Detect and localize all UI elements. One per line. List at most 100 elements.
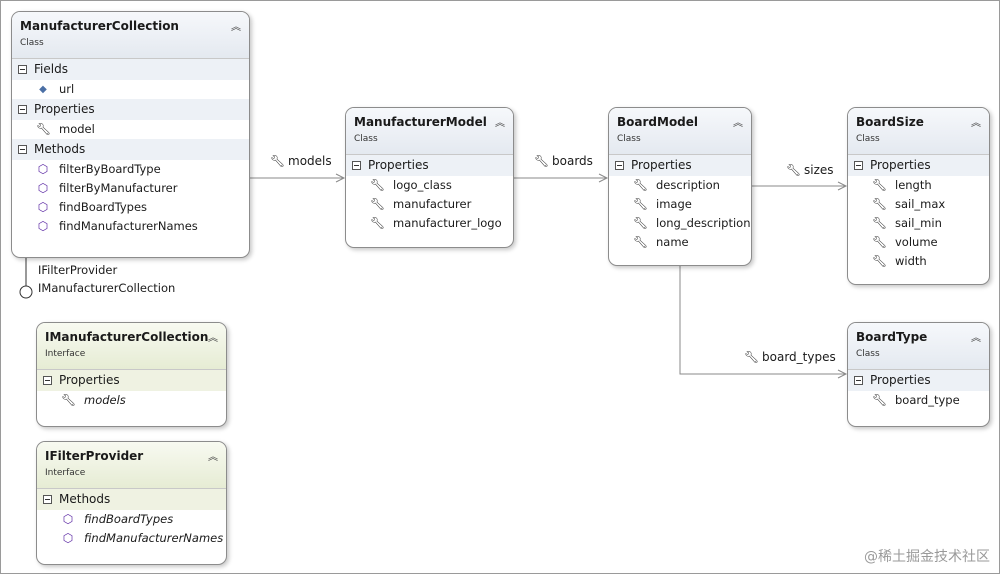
member-label: model [59,122,95,136]
member-label: findBoardTypes [59,200,148,214]
method-item[interactable]: ⬡ filterByBoardType [12,160,249,179]
member-label: image [656,197,692,211]
property-item[interactable]: 🔧︎logo_class [346,176,513,195]
section-label: Properties [368,158,429,172]
minus-box-icon[interactable] [615,161,624,170]
property-item[interactable]: 🔧︎manufacturer_logo [346,214,513,233]
member-label: name [656,235,689,249]
association-label-boards[interactable]: 🔧︎boards [532,154,595,168]
property-item[interactable]: 🔧︎sail_min [848,214,989,233]
property-item[interactable]: 🔧︎width [848,252,989,271]
interface-header: IManufacturerCollection Interface ︽ [37,323,226,370]
cube-method-icon: ⬡ [37,162,49,176]
section-properties[interactable]: Properties [37,370,226,391]
cube-method-icon: ⬡ [62,531,74,545]
wrench-icon: 🔧︎ [36,122,52,136]
section-label: Methods [34,142,86,156]
section-label: Properties [631,158,692,172]
interface-ifilter-provider[interactable]: IFilterProvider Interface ︽ Methods ⬡fin… [36,441,227,565]
association-text: board_types [762,350,836,364]
chevrons-up-icon[interactable]: ︽ [971,333,981,344]
member-label: sail_min [895,216,942,230]
wrench-icon: 🔧︎ [872,178,888,192]
property-item[interactable]: 🔧︎name [609,233,751,252]
member-label: length [895,178,932,192]
property-item[interactable]: 🔧︎board_type [848,391,989,410]
section-label: Properties [870,158,931,172]
minus-box-icon[interactable] [854,161,863,170]
class-manufacturer-collection[interactable]: ManufacturerCollection Class ︽ Fields ◆u… [11,11,250,258]
watermark: @稀土掘金技术社区 [864,549,990,565]
wrench-icon: 🔧︎ [786,163,802,177]
section-properties[interactable]: Properties [12,99,249,120]
wrench-icon: 🔧︎ [872,393,888,407]
interface-title: IFilterProvider [45,449,144,463]
minus-box-icon[interactable] [43,376,52,385]
property-item[interactable]: 🔧︎image [609,195,751,214]
member-label: url [59,82,75,96]
class-board-model[interactable]: BoardModel Class ︽ Properties 🔧︎descript… [608,107,752,266]
method-item[interactable]: ⬡findManufacturerNames [12,217,249,236]
chevrons-up-icon[interactable]: ︽ [208,452,218,463]
class-stereotype: Class [354,134,378,144]
minus-box-icon[interactable] [18,65,27,74]
minus-box-icon[interactable] [43,495,52,504]
minus-box-icon[interactable] [18,145,27,154]
section-properties[interactable]: Properties [848,370,989,391]
association-models-arrow [335,173,346,183]
property-item[interactable]: 🔧︎ length [848,176,989,195]
chevrons-up-icon[interactable]: ︽ [231,22,241,33]
minus-box-icon[interactable] [854,376,863,385]
method-item[interactable]: ⬡findBoardTypes [12,198,249,217]
chevrons-up-icon[interactable]: ︽ [495,118,505,129]
property-item[interactable]: 🔧︎sail_max [848,195,989,214]
section-methods[interactable]: Methods [37,489,226,510]
interface-stereotype: Interface [45,349,86,359]
wrench-icon: 🔧︎ [270,154,286,168]
member-label: filterByBoardType [59,162,161,176]
wrench-icon: 🔧︎ [872,254,888,268]
lollipop-label-ifilterprovider: IFilterProvider [38,263,118,277]
cube-field-icon: ◆ [39,84,47,95]
class-stereotype: Class [856,134,880,144]
class-stereotype: Class [856,349,880,359]
method-item[interactable]: ⬡findBoardTypes [37,510,226,529]
interface-imanufacturer-collection[interactable]: IManufacturerCollection Interface ︽ Prop… [36,322,227,427]
section-methods[interactable]: Methods [12,139,249,160]
section-properties[interactable]: Properties [609,155,751,176]
property-item[interactable]: 🔧︎long_description [609,214,751,233]
association-sizes-arrow [837,181,848,191]
association-label-board-types[interactable]: 🔧︎board_types [742,350,838,364]
association-label-models[interactable]: 🔧︎models [268,154,334,168]
method-item[interactable]: ⬡filterByManufacturer [12,179,249,198]
property-item[interactable]: 🔧︎volume [848,233,989,252]
chevrons-up-icon[interactable]: ︽ [208,333,218,344]
class-board-size[interactable]: BoardSize Class ︽ Properties 🔧︎length 🔧︎… [847,107,990,285]
minus-box-icon[interactable] [352,161,361,170]
wrench-icon: 🔧︎ [61,393,77,407]
association-text: sizes [804,163,834,177]
section-properties[interactable]: Properties [848,155,989,176]
property-item[interactable]: 🔧︎ model [12,120,249,139]
member-label: volume [895,235,938,249]
minus-box-icon[interactable] [18,105,27,114]
property-item[interactable]: 🔧︎models [37,391,226,410]
member-label: filterByManufacturer [59,181,178,195]
class-title: ManufacturerCollection [20,19,179,33]
field-item[interactable]: ◆ url [12,80,249,99]
method-item[interactable]: ⬡findManufacturerNames [37,529,226,548]
chevrons-up-icon[interactable]: ︽ [971,118,981,129]
section-properties[interactable]: Properties [346,155,513,176]
class-manufacturer-model[interactable]: ManufacturerModel Class ︽ Properties 🔧︎l… [345,107,514,248]
section-fields[interactable]: Fields [12,59,249,80]
class-board-type[interactable]: BoardType Class ︽ Properties 🔧︎board_typ… [847,322,990,427]
property-item[interactable]: 🔧︎manufacturer [346,195,513,214]
lollipop-circle [19,285,33,299]
wrench-icon: 🔧︎ [370,178,386,192]
association-label-sizes[interactable]: 🔧︎sizes [784,163,836,177]
chevrons-up-icon[interactable]: ︽ [733,118,743,129]
class-title: ManufacturerModel [354,115,487,129]
interface-stereotype: Interface [45,468,86,478]
property-item[interactable]: 🔧︎description [609,176,751,195]
